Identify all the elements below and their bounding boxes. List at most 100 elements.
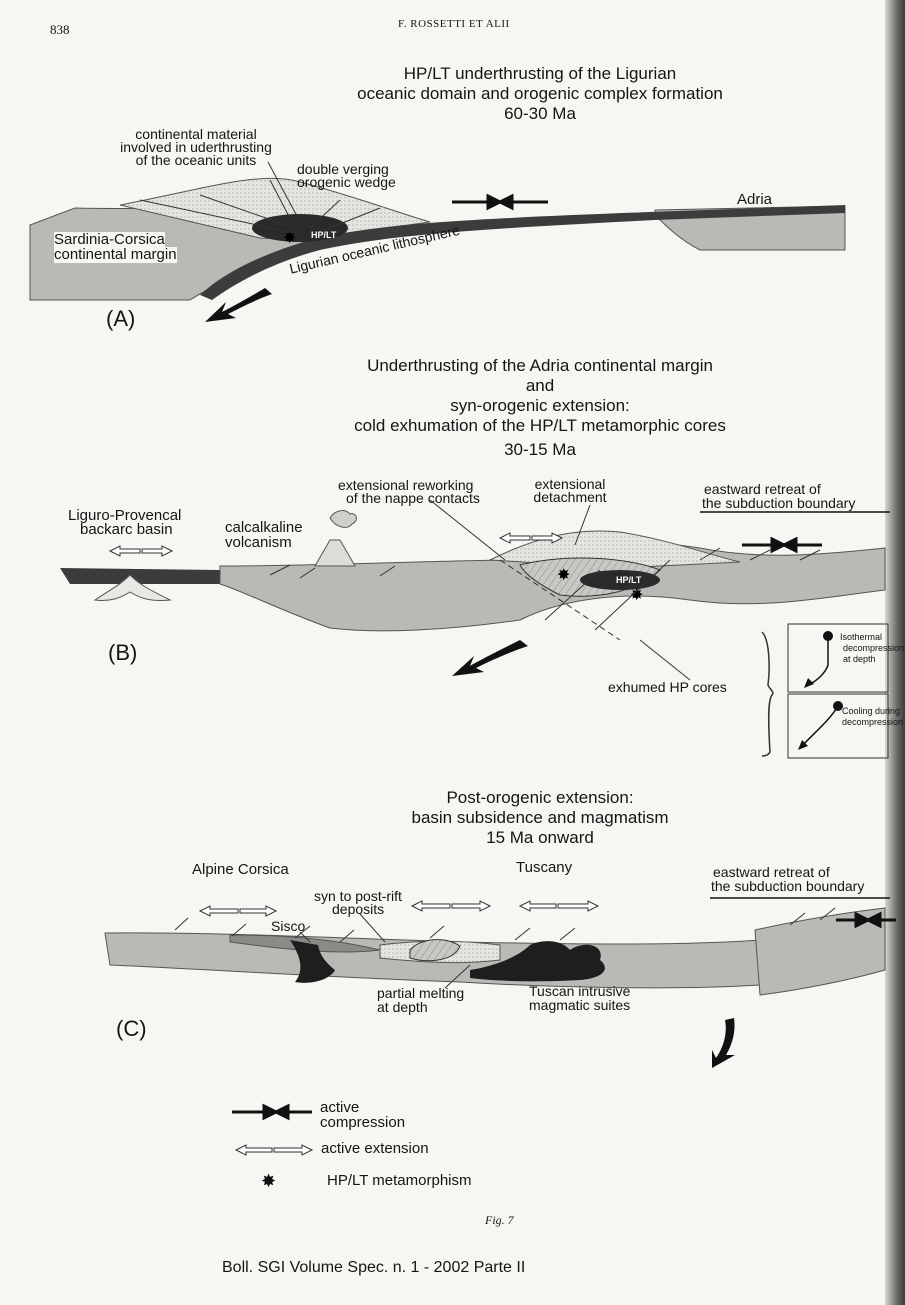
retreat-label-c-1: eastward retreat of — [713, 864, 830, 880]
extension-arrows-wedge — [498, 532, 564, 544]
extension-arrows-backarc — [108, 545, 174, 557]
hplt-label-b: HP/LT — [616, 575, 642, 585]
detachment-label-1: extensional — [534, 476, 606, 492]
hplt-label-a: HP/LT — [311, 230, 337, 240]
leader-lines-b — [429, 499, 691, 681]
panel-c-title-3: 15 Ma onward — [486, 828, 594, 847]
detachment-label-2: detachment — [533, 489, 607, 505]
inset-2-arrowhead — [798, 740, 808, 750]
volcanic-cloud-shape — [329, 510, 357, 528]
volcanism-label-2: volcanism — [225, 534, 292, 551]
volcanism-label-1: calcalkaline — [225, 519, 303, 536]
tuscany-label: Tuscany — [516, 859, 573, 876]
panel-c-title-2: basin subsidence and magmatism — [411, 808, 669, 827]
continental-material-label-2: involved in uderthrusting — [120, 139, 272, 155]
panel-b-title-5: 30-15 Ma — [504, 440, 576, 459]
melting-zone-shape — [409, 939, 461, 962]
hplt-zone-b — [580, 570, 660, 590]
panel-c-label: (C) — [116, 1016, 147, 1041]
journal-footer: Boll. SGI Volume Spec. n. 1 - 2002 Parte… — [222, 1259, 526, 1276]
panel-a-title-1: HP/LT underthrusting of the Ligurian — [403, 64, 677, 83]
panel-b-title-3: syn-orogenic extension: — [450, 396, 630, 415]
intrusive-label-2: magmatic suites — [529, 997, 631, 1013]
inset-box-2 — [787, 693, 889, 759]
inset-1-label-2: decompression — [843, 643, 905, 653]
fault-lines-b — [269, 547, 821, 641]
margin-label-1: Sardinia-Corsica — [54, 231, 165, 248]
backarc-label-2: backarc basin — [80, 521, 173, 538]
wedge-label-1: double verging — [297, 161, 389, 177]
thrust-lines-a — [139, 179, 381, 233]
continental-material-label-1: continental material — [135, 126, 257, 142]
figure-caption: Fig. 7 — [485, 1213, 514, 1227]
page-number: 838 — [50, 22, 70, 37]
legend-extension-symbol — [234, 1144, 314, 1156]
hplt-star-b-2: ✸ — [630, 587, 643, 604]
melting-label-1: partial melting — [377, 985, 465, 1001]
reworking-label-1: extensional reworking — [338, 477, 474, 493]
orogenic-wedge-shape — [119, 177, 431, 241]
retreat-label-b-2: the subduction boundary — [702, 495, 856, 511]
inset-2-label-1: Cooling during — [842, 706, 901, 716]
deposits-label-1: syn to post-rift — [314, 888, 402, 904]
legend-compression-label-2: compression — [320, 1114, 406, 1131]
inset-box-1 — [787, 623, 889, 693]
alpine-corsica-label: Alpine Corsica — [192, 861, 289, 878]
melting-label-2: at depth — [377, 999, 428, 1015]
inset-2-label-2: decompression — [842, 717, 904, 727]
hplt-zone-a — [252, 214, 348, 242]
panel-c-title-1: Post-orogenic extension: — [446, 788, 634, 807]
legend-extension-label: active extension — [321, 1140, 429, 1157]
hplt-star-a: ✸ — [283, 230, 296, 247]
margin-label-2: continental margin — [54, 246, 177, 263]
legend-metamorphism-star: ✸ — [261, 1171, 276, 1191]
mantle-upwelling-shape — [93, 574, 172, 601]
adria-block-c — [754, 907, 886, 996]
sisco-magma-shape — [290, 940, 335, 983]
volcano-shape — [314, 539, 356, 567]
leader-lines-c — [299, 913, 471, 989]
compression-arrows-c — [836, 911, 896, 929]
ligurian-slab-shape — [200, 205, 845, 300]
panel-b-title-4: cold exhumation of the HP/LT metamorphic… — [354, 416, 726, 435]
extension-arrows-c — [198, 900, 600, 917]
inset-1-arrowhead — [804, 678, 814, 688]
panel-a-title-3: 60-30 Ma — [504, 104, 576, 123]
retreat-label-c-2: the subduction boundary — [711, 878, 865, 894]
legend-compression-symbol — [232, 1103, 312, 1121]
continental-material-label-3: of the oceanic units — [135, 152, 257, 168]
running-head: F. ROSSETTI ET ALII — [398, 18, 510, 30]
panel-b-title-1: Underthrusting of the Adria continental … — [367, 356, 713, 375]
compression-arrows-b — [742, 536, 822, 554]
panel-b-label: (B) — [108, 640, 138, 665]
wedge-label-2: orogenic wedge — [297, 174, 396, 190]
backarc-label-1: Liguro-Provencal — [68, 507, 182, 524]
subduction-arrow-c — [712, 1018, 735, 1068]
hplt-star-b-1: ✸ — [557, 567, 570, 584]
inset-2-path — [802, 705, 839, 746]
inset-1-label-3: at depth — [843, 654, 876, 664]
sisco-label: Sisco — [271, 918, 306, 934]
subduction-arrow-a — [205, 288, 272, 322]
tuscan-intrusive-shape — [470, 941, 605, 982]
adria-label: Adria — [737, 191, 773, 208]
subduction-arrow-b — [452, 640, 528, 676]
panel-a-label: (A) — [106, 306, 136, 331]
compression-arrows-a — [452, 193, 548, 211]
backarc-crust-shape — [60, 568, 220, 584]
exhumed-label: exhumed HP cores — [608, 679, 727, 695]
legend-compression-label-1: active — [320, 1099, 360, 1116]
page-edge-shadow — [885, 0, 905, 1305]
inset-1-label-1: Isothermal — [840, 632, 883, 642]
intrusive-label-1: Tuscan intrusive — [529, 983, 631, 999]
inset-brace — [761, 631, 774, 757]
legend-metamorphism-label: HP/LT metamorphism — [327, 1172, 472, 1189]
reworking-label-2: of the nappe contacts — [346, 490, 480, 506]
deposits-label-2: deposits — [332, 901, 385, 917]
panel-a-title-2: oceanic domain and orogenic complex form… — [357, 84, 723, 103]
fault-lines-c — [174, 907, 836, 943]
